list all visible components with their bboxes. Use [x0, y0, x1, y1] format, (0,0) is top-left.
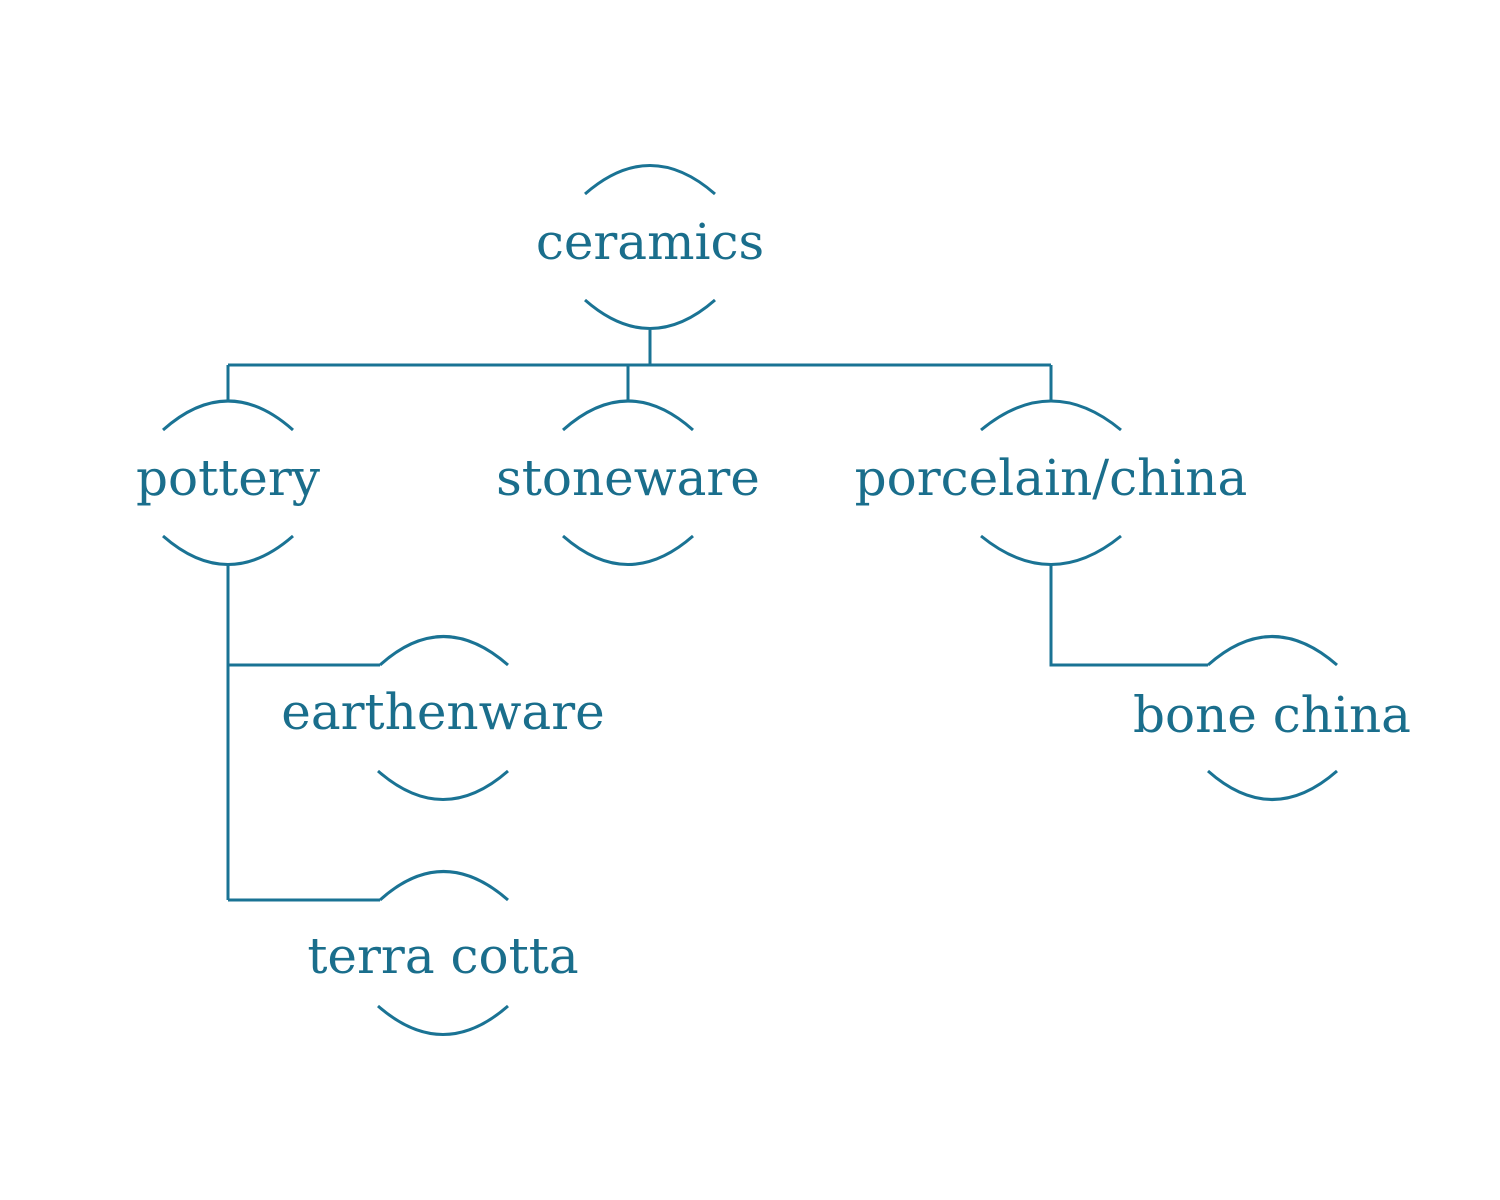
node-porcelain-china[interactable]: porcelain/china	[855, 399, 1248, 566]
node-top-arc	[1207, 635, 1338, 667]
node-bottom-arc	[162, 534, 294, 566]
node-bottom-arc	[377, 769, 509, 801]
node-ceramics[interactable]: ceramics	[536, 164, 764, 330]
connectors	[226, 330, 1208, 902]
node-bottom-arc	[377, 1004, 509, 1036]
node-pottery[interactable]: pottery	[136, 399, 321, 566]
node-label-porcelain-china: porcelain/china	[855, 449, 1248, 507]
node-bottom-arc	[980, 534, 1122, 566]
node-bottom-arc	[584, 298, 716, 330]
node-label-ceramics: ceramics	[536, 213, 764, 271]
node-label-earthenware: earthenware	[281, 683, 605, 741]
node-top-arc	[378, 635, 509, 667]
node-label-pottery: pottery	[136, 449, 321, 507]
node-label-terra-cotta: terra cotta	[307, 927, 578, 985]
node-bottom-arc	[562, 534, 694, 566]
node-top-arc	[584, 164, 716, 196]
node-top-arc	[562, 399, 694, 432]
node-label-bone-china: bone china	[1133, 686, 1411, 744]
node-bottom-arc	[1207, 769, 1338, 801]
node-top-arc	[162, 399, 294, 432]
node-top-arc	[378, 870, 509, 902]
node-top-arc	[980, 399, 1122, 432]
node-earthenware[interactable]: earthenware	[281, 635, 605, 801]
link-porcelain-trunk	[1049, 565, 1208, 667]
node-label-stoneware: stoneware	[496, 449, 760, 507]
node-stoneware[interactable]: stoneware	[496, 399, 760, 566]
node-bone-china[interactable]: bone china	[1133, 635, 1411, 801]
node-terra-cotta[interactable]: terra cotta	[307, 870, 579, 1036]
